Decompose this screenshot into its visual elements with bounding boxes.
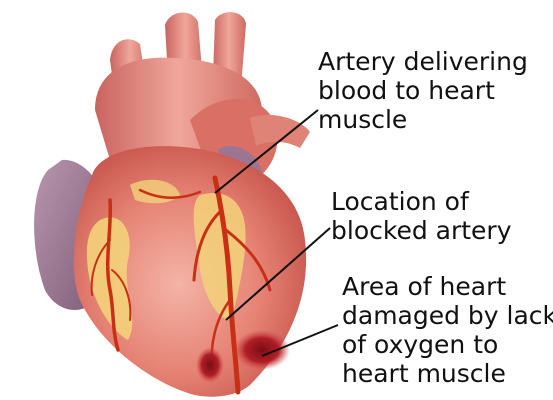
label-damage-line-3: of oxygen to xyxy=(342,330,553,359)
label-damage-line-1: Area of heart xyxy=(342,272,553,301)
label-damage-line-4: heart muscle xyxy=(342,359,553,388)
damaged-area-2 xyxy=(196,347,224,383)
label-artery: Artery delivering blood to heart muscle xyxy=(318,47,528,134)
label-artery-line-2: blood to heart xyxy=(318,76,528,105)
label-damaged-area: Area of heart damaged by lack of oxygen … xyxy=(342,272,553,388)
label-blocked-line-1: Location of xyxy=(331,187,512,216)
damaged-area-1 xyxy=(234,330,290,370)
label-blocked-artery: Location of blocked artery xyxy=(331,187,512,245)
label-damage-line-2: damaged by lack xyxy=(342,301,553,330)
label-artery-line-1: Artery delivering xyxy=(318,47,528,76)
label-blocked-line-2: blocked artery xyxy=(331,216,512,245)
label-artery-line-3: muscle xyxy=(318,105,528,134)
pulmonary-branch xyxy=(250,115,310,148)
